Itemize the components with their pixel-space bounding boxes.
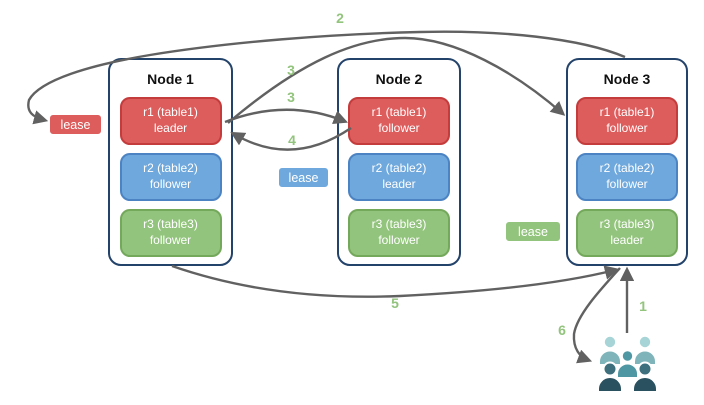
lease-badge-table3: lease xyxy=(504,220,562,243)
replica-role: follower xyxy=(378,121,420,135)
node-3-replica-r2: r2 (table2) follower xyxy=(576,153,678,201)
node-3-replica-r3: r3 (table3) leader xyxy=(576,209,678,257)
step-label-6: 6 xyxy=(558,322,566,338)
lease-badge-table2: lease xyxy=(277,166,330,189)
node-1-replica-r2: r2 (table2) follower xyxy=(119,153,222,201)
replica-name: r1 (table1) xyxy=(599,105,655,120)
step-label-2: 2 xyxy=(336,10,344,26)
node-3-replica-r1: r1 (table1) follower xyxy=(576,97,678,145)
arrow-step6-node3-to-users xyxy=(572,267,621,364)
replica-name: r1 (table1) xyxy=(371,105,427,120)
step-label-1: 1 xyxy=(639,298,647,314)
node-3-title: Node 3 xyxy=(603,71,651,87)
replica-role: leader xyxy=(382,177,416,191)
node-2-title: Node 2 xyxy=(375,71,423,87)
node-1-title: Node 1 xyxy=(147,71,194,87)
arrow-step5-node1-to-node3 xyxy=(171,264,620,298)
replica-name: r2 (table2) xyxy=(599,161,655,176)
replica-role: leader xyxy=(610,233,644,247)
replica-name: r3 (table3) xyxy=(371,217,427,232)
node-1-replica-r1: r1 (table1) leader xyxy=(119,97,222,145)
replica-name: r2 (table2) xyxy=(143,161,198,176)
replica-role: leader xyxy=(153,121,188,135)
node-1: Node 1 r1 (table1) leader r2 (table2) fo… xyxy=(108,58,233,266)
lease-badge-table1: lease xyxy=(48,113,103,136)
node-1-replica-r3: r3 (table3) follower xyxy=(119,209,222,257)
replica-name: r3 (table3) xyxy=(143,217,198,232)
replica-role: follower xyxy=(606,177,648,191)
replica-role: follower xyxy=(149,177,192,191)
replica-role: follower xyxy=(149,233,192,247)
node-2: Node 2 r1 (table1) follower r2 (table2) … xyxy=(337,58,461,266)
step-label-3b: 3 xyxy=(287,89,295,105)
arrow-step3-node1-to-node2 xyxy=(224,108,349,124)
node-3: Node 3 r1 (table1) follower r2 (table2) … xyxy=(566,58,688,266)
step-label-4: 4 xyxy=(288,132,296,148)
node-2-replica-r2: r2 (table2) leader xyxy=(348,153,450,201)
step-label-3a: 3 xyxy=(287,62,295,78)
node-2-replica-r1: r1 (table1) follower xyxy=(348,97,450,145)
replica-name: r1 (table1) xyxy=(143,105,198,120)
replica-role: follower xyxy=(606,121,648,135)
users-icon xyxy=(597,334,658,393)
replica-name: r2 (table2) xyxy=(371,161,427,176)
step-label-5: 5 xyxy=(391,295,399,311)
node-2-replica-r3: r3 (table3) follower xyxy=(348,209,450,257)
replica-name: r3 (table3) xyxy=(599,217,655,232)
replica-role: follower xyxy=(378,233,420,247)
